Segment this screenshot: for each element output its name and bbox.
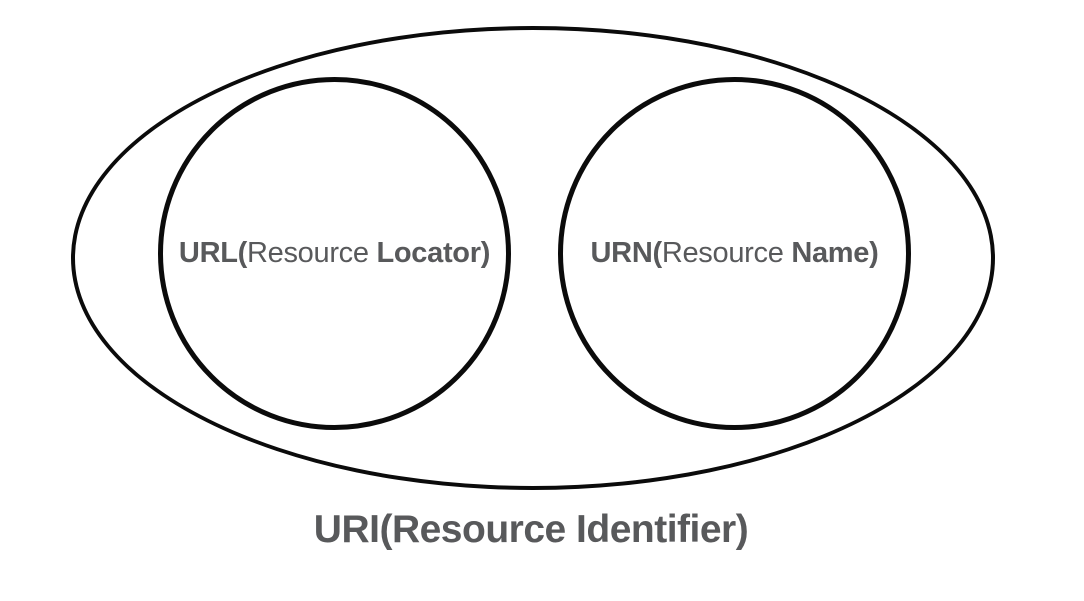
uri-outer-ellipse	[71, 26, 995, 490]
urn-label-bold-suffix: Name)	[791, 236, 879, 269]
urn-circle: URN(Resource Name)	[558, 77, 911, 430]
url-label-bold-prefix: URL(	[178, 236, 247, 269]
url-circle: URL(Resource Locator)	[158, 77, 511, 430]
urn-label: URN(Resource Name)	[590, 236, 879, 270]
urn-label-bold-prefix: URN(	[590, 236, 663, 269]
urn-label-regular: Resource	[661, 236, 792, 269]
url-label: URL(Resource Locator)	[178, 236, 491, 270]
url-label-bold-suffix: Locator)	[376, 236, 491, 269]
uri-caption: URI(Resource Identifier)	[313, 508, 749, 551]
url-label-regular: Resource	[246, 236, 377, 269]
